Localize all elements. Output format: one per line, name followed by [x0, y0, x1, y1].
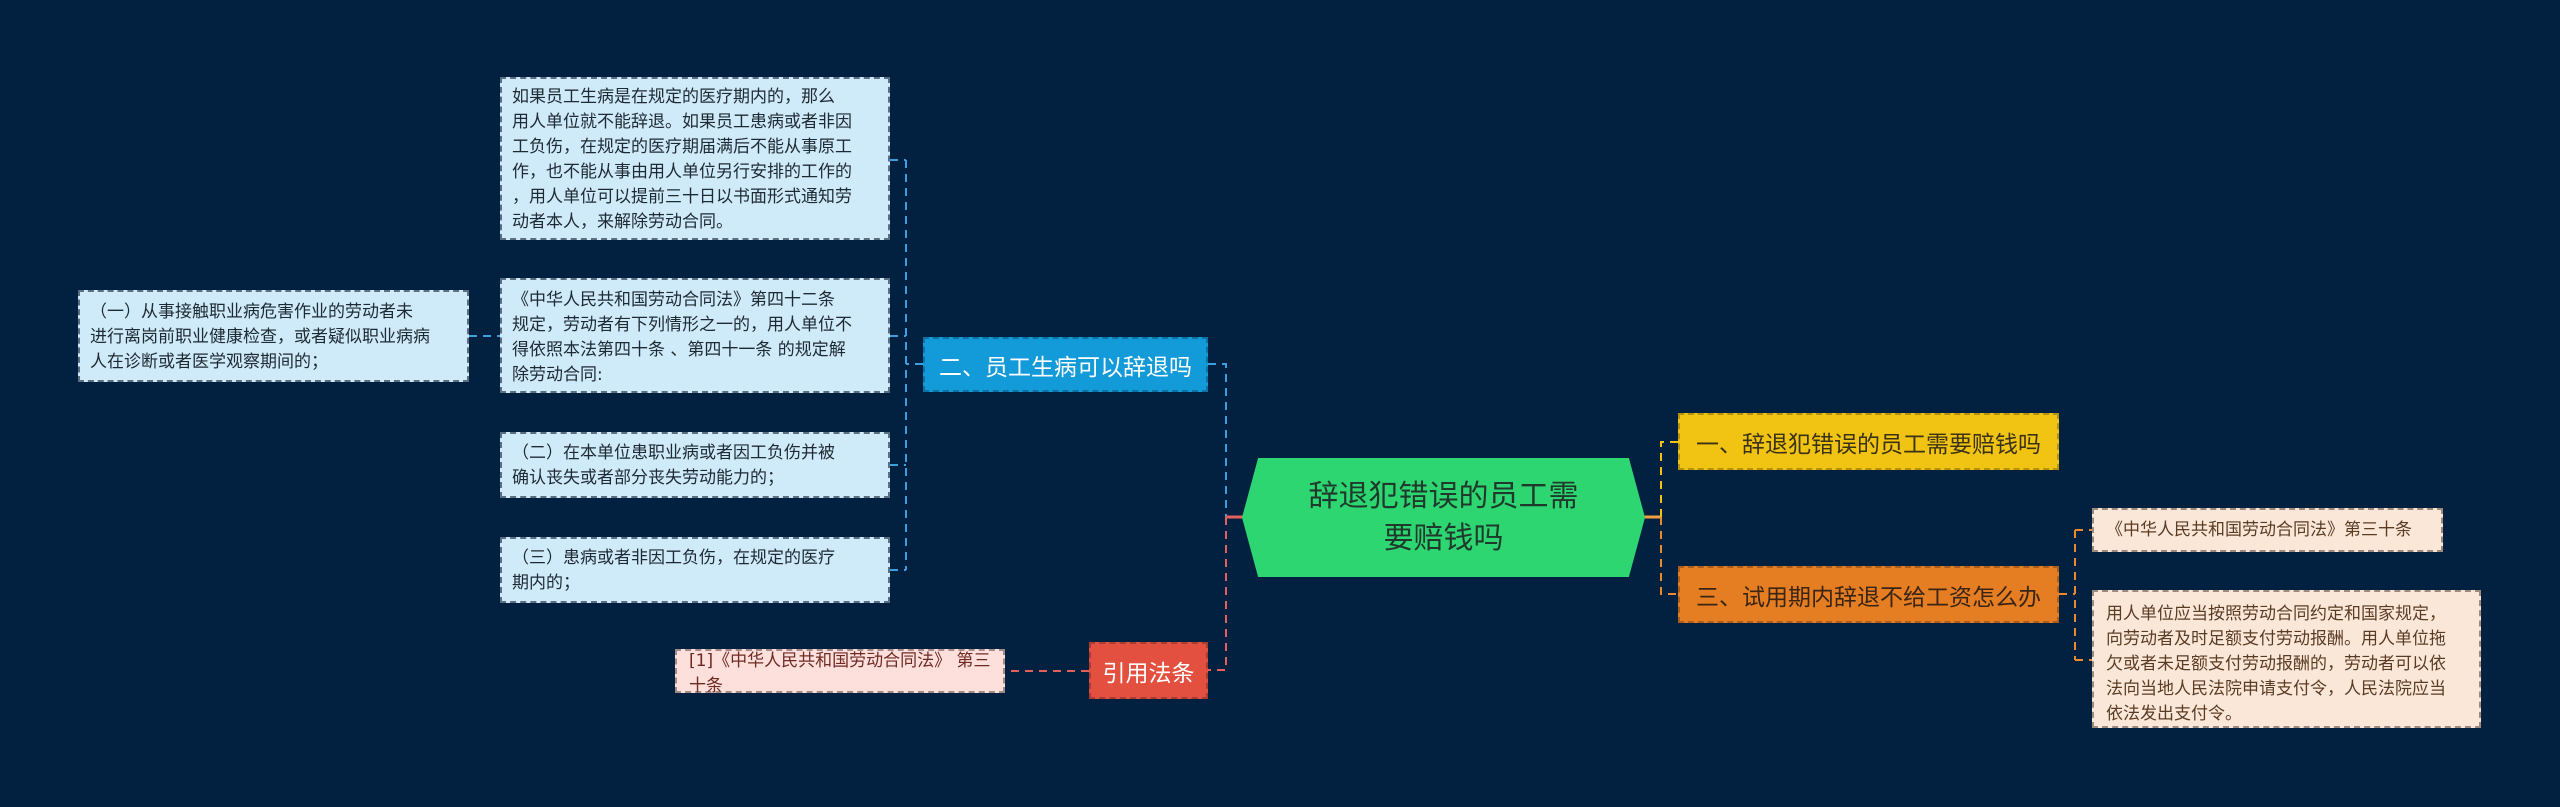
- leaf-article-42-item-2[interactable]: （二）在本单位患职业病或者因工负伤并被 确认丧失或者部分丧失劳动能力的；: [500, 432, 890, 498]
- text-line: ，用人单位可以提前三十日以书面形式通知劳: [512, 187, 852, 207]
- text-line: （一）从事接触职业病危害作业的劳动者未: [90, 302, 413, 322]
- branch-probation-label: 三、试用期内辞退不给工资怎么办: [1696, 584, 2041, 611]
- branch-probation[interactable]: 三、试用期内辞退不给工资怎么办: [1678, 566, 2059, 623]
- text-line: 确认丧失或者部分丧失劳动能力的；: [512, 468, 784, 488]
- text-line: 用人单位应当按照劳动合同约定和国家规定，: [2106, 604, 2446, 624]
- text-line: 工负伤，在规定的医疗期届满后不能从事原工: [512, 137, 852, 157]
- central-topic[interactable]: 辞退犯错误的员工需要赔钱吗: [1242, 458, 1645, 577]
- text-line: 得依照本法第四十条 、第四十一条 的规定解: [512, 340, 846, 360]
- leaf-article-42-item-3[interactable]: （三）患病或者非因工负伤，在规定的医疗 期内的；: [500, 537, 890, 603]
- leaf-probation-law[interactable]: 《中华人民共和国劳动合同法》第三十条: [2092, 508, 2443, 552]
- text-line: 依法发出支付令。: [2106, 704, 2242, 724]
- law-reference-text: 《中华人民共和国劳动合同法》第三十条: [2106, 519, 2412, 540]
- text-line: 向劳动者及时足额支付劳动报酬。用人单位拖: [2106, 629, 2446, 649]
- text-line: （二）在本单位患职业病或者因工负伤并被: [512, 443, 835, 463]
- branch-compensation-label: 一、辞退犯错误的员工需要赔钱吗: [1696, 431, 2041, 458]
- central-topic-label: 辞退犯错误的员工需要赔钱吗: [1308, 478, 1579, 556]
- branch-sick-leave[interactable]: 二、员工生病可以辞退吗: [923, 337, 1208, 392]
- text-line: 如果员工生病是在规定的医疗期内的，那么: [512, 87, 835, 107]
- leaf-article-42-item-1[interactable]: （一）从事接触职业病危害作业的劳动者未 进行离岗前职业健康检查，或者疑似职业病病…: [78, 290, 469, 382]
- leaf-citation-ref[interactable]: [1]《中华人民共和国劳动合同法》 第三十条: [675, 649, 1005, 696]
- text-line: 法向当地人民法院申请支付令，人民法院应当: [2106, 679, 2446, 699]
- text-line: 期内的；: [512, 573, 580, 593]
- text-line: 欠或者未足额支付劳动报酬的，劳动者可以依: [2106, 654, 2446, 674]
- branch-sick-leave-label: 二、员工生病可以辞退吗: [939, 354, 1192, 381]
- text-line: 作，也不能从事由用人单位另行安排的工作的: [512, 162, 852, 182]
- text-line: 用人单位就不能辞退。如果员工患病或者非因: [512, 112, 852, 132]
- leaf-sick-leave-explanation[interactable]: 如果员工生病是在规定的医疗期内的，那么 用人单位就不能辞退。如果员工患病或者非因…: [500, 77, 890, 240]
- branch-citation[interactable]: 引用法条: [1089, 642, 1208, 699]
- text-line: 除劳动合同:: [512, 365, 603, 385]
- text-line: （三）患病或者非因工负伤，在规定的医疗: [512, 548, 835, 568]
- leaf-article-42[interactable]: 《中华人民共和国劳动合同法》第四十二条 规定，劳动者有下列情形之一的，用人单位不…: [500, 278, 890, 393]
- text-line: 人在诊断或者医学观察期间的；: [90, 352, 328, 372]
- text-line: 进行离岗前职业健康检查，或者疑似职业病病: [90, 327, 430, 347]
- text-line: 动者本人，来解除劳动合同。: [512, 212, 733, 232]
- citation-text: [1]《中华人民共和国劳动合同法》 第三十条: [689, 651, 991, 696]
- text-line: 规定，劳动者有下列情形之一的，用人单位不: [512, 315, 852, 335]
- text-line: 《中华人民共和国劳动合同法》第四十二条: [512, 290, 835, 310]
- branch-compensation[interactable]: 一、辞退犯错误的员工需要赔钱吗: [1678, 413, 2059, 470]
- branch-citation-label: 引用法条: [1102, 660, 1195, 687]
- leaf-probation-explanation[interactable]: 用人单位应当按照劳动合同约定和国家规定， 向劳动者及时足额支付劳动报酬。用人单位…: [2092, 590, 2481, 728]
